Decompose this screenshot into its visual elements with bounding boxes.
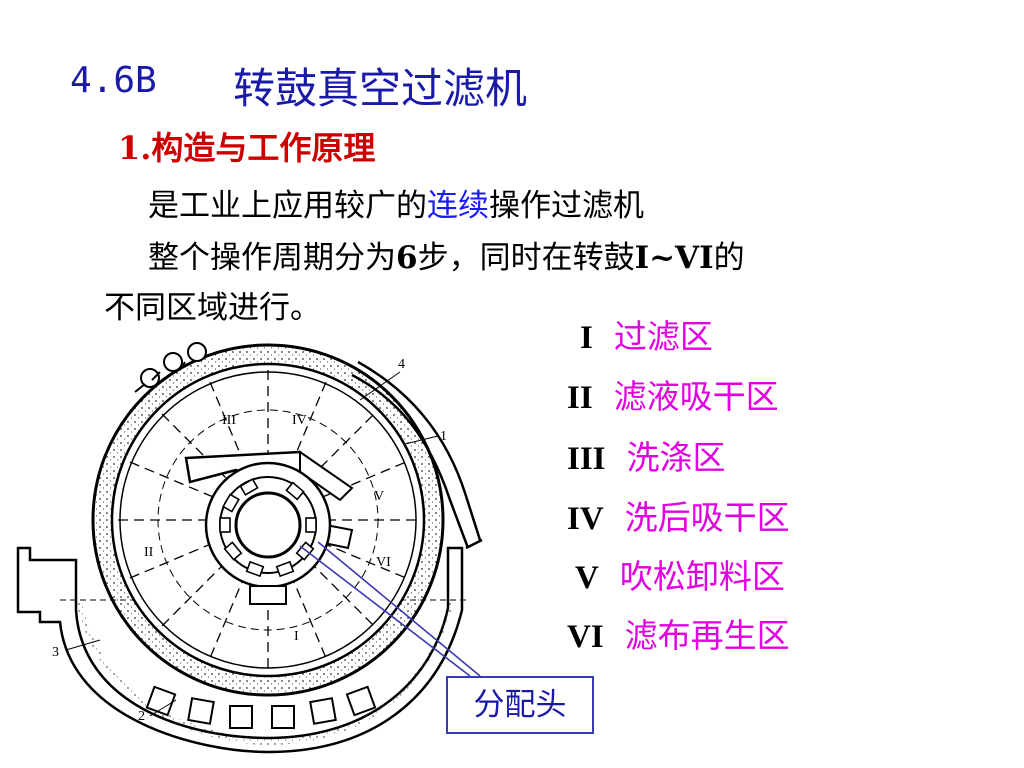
subtitle: 1.构造与工作原理 xyxy=(118,129,376,167)
rotary-drum-diagram: III IV V VI II I 4 1 3 2 xyxy=(16,342,483,754)
body-line-2: 整个操作周期分为6步，同时在转鼓I~VI的 xyxy=(148,232,745,277)
body-line-1-pre: 是工业上应用较广的 xyxy=(148,188,427,224)
zone-item: II 滤液吸干区 xyxy=(567,377,779,416)
callout-leader xyxy=(299,541,481,677)
part-label-3: 3 xyxy=(52,645,59,660)
section-number: 4.6B xyxy=(70,60,157,101)
step-count: 6 xyxy=(396,240,418,276)
distributor-head-callout: 分配头 xyxy=(446,676,594,734)
body-line-2-pre: 整个操作周期分为 xyxy=(148,240,396,276)
trough-agitator xyxy=(145,685,377,729)
zone-item: IV 洗后吸干区 xyxy=(567,498,790,537)
sector-label-IV: IV xyxy=(292,413,307,428)
sector-label-VI: VI xyxy=(376,555,391,570)
zone-item: VI 滤布再生区 xyxy=(567,616,790,655)
sector-labels: III IV V VI II I xyxy=(144,413,391,644)
sector-label-III: III xyxy=(222,413,236,428)
sector-label-I: I xyxy=(294,629,299,644)
body-line-1: 是工业上应用较广的连续操作过滤机 xyxy=(148,180,644,225)
zone-item: III 洗涤区 xyxy=(567,438,726,477)
body-line-2-post: 的 xyxy=(713,240,745,276)
zone-range: I~VI xyxy=(634,240,714,276)
zone-item: V 吹松卸料区 xyxy=(575,557,785,596)
part-label-1: 1 xyxy=(440,429,447,444)
body-line-3: 不同区域进行。 xyxy=(104,290,321,326)
discharge-chute xyxy=(351,360,483,550)
body-line-1-post: 操作过滤机 xyxy=(489,188,644,224)
zone-item: I 过滤区 xyxy=(580,317,713,356)
distributor-head xyxy=(184,450,354,605)
body-line-2-mid: 步，同时在转鼓 xyxy=(417,240,635,276)
slide-title: 转鼓真空过滤机 xyxy=(233,64,528,113)
highlight-continuous: 连续 xyxy=(427,188,489,224)
part-label-2: 2 xyxy=(138,709,145,724)
part-label-4: 4 xyxy=(398,357,405,372)
wash-nozzles xyxy=(134,342,207,393)
sector-label-V: V xyxy=(374,489,384,504)
sector-label-II: II xyxy=(144,545,154,560)
